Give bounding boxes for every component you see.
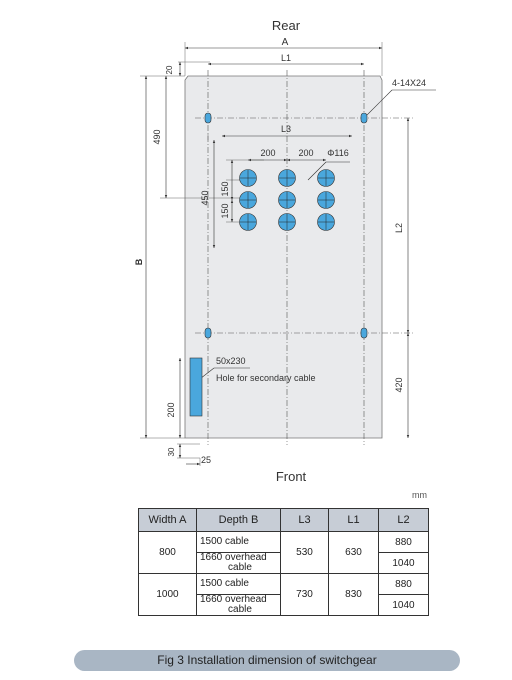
front-label: Front	[276, 469, 307, 484]
dim-420: 420	[394, 377, 404, 392]
dim-a: A	[282, 37, 289, 48]
dim-l2: L2	[394, 223, 404, 233]
depth-text: 1660 overhead	[200, 552, 267, 563]
dimension-table: Width A Depth B L3 L1 L2 800 1500 cable …	[138, 508, 429, 616]
cell-l2: 1040	[378, 594, 429, 616]
dim-l3: L3	[281, 124, 291, 134]
cell-l3: 530	[280, 531, 329, 574]
col-l1: L1	[328, 508, 379, 532]
center-lines	[195, 70, 415, 445]
dim-25: 25	[201, 455, 211, 465]
cell-width: 1000	[138, 573, 197, 616]
bolt-holes	[204, 112, 368, 339]
table-header-row: Width A Depth B L3 L1 L2	[138, 508, 429, 532]
dim-490: 490	[152, 129, 162, 144]
depth-text-line2: cable	[228, 604, 252, 615]
table-row: 1000 1500 cable 730 830 880	[138, 573, 429, 616]
col-l2: L2	[378, 508, 429, 532]
rear-label: Rear	[272, 18, 301, 33]
dim-20: 20	[165, 65, 174, 74]
table-row: 800 1500 cable 530 630 880	[138, 531, 429, 574]
cell-l1: 630	[328, 531, 379, 574]
bolt-hole	[204, 327, 212, 339]
bolt-hole	[204, 112, 212, 124]
bolt-hole-spec: 4-14X24	[392, 78, 426, 88]
cell-l2: 880	[378, 573, 429, 595]
dim-200-left: 200	[260, 148, 275, 158]
cell-width: 800	[138, 531, 197, 574]
depth-text: 1500 cable	[200, 578, 249, 589]
dim-450: 450	[200, 190, 210, 205]
secondary-cable-hole	[189, 357, 203, 417]
depth-text: 1500 cable	[200, 536, 249, 547]
cable-hole-size: 50x230	[216, 356, 246, 366]
cell-depth: 1500 cable	[196, 573, 281, 595]
col-width-a: Width A	[138, 508, 197, 532]
figure-caption: Fig 3 Installation dimension of switchge…	[74, 650, 460, 671]
installation-drawing: Rear Front	[134, 18, 436, 484]
col-depth-b: Depth B	[196, 508, 281, 532]
unit-label: mm	[412, 490, 427, 500]
dim-150-bottom: 150	[220, 203, 230, 218]
dim-l1: L1	[281, 53, 291, 63]
cell-l3: 730	[280, 573, 329, 616]
bolt-hole	[360, 112, 368, 124]
dim-200-side: 200	[166, 402, 176, 417]
dim-30: 30	[167, 447, 176, 456]
bolt-hole	[360, 327, 368, 339]
depth-text: 1660 overhead	[200, 594, 267, 605]
dim-150-top: 150	[220, 181, 230, 196]
cell-depth: 1500 cable	[196, 531, 281, 553]
cabinet-panel	[184, 75, 383, 439]
dim-200-right: 200	[298, 148, 313, 158]
col-l3: L3	[280, 508, 329, 532]
depth-text-line2: cable	[228, 562, 252, 573]
cell-l1: 830	[328, 573, 379, 616]
cell-l2: 1040	[378, 552, 429, 574]
dimension-lines	[144, 46, 410, 466]
dim-b: B	[134, 258, 144, 265]
cable-hole-label: Hole for secondary cable	[216, 373, 316, 383]
dim-phi116: Φ116	[327, 148, 349, 158]
cell-l2: 880	[378, 531, 429, 553]
